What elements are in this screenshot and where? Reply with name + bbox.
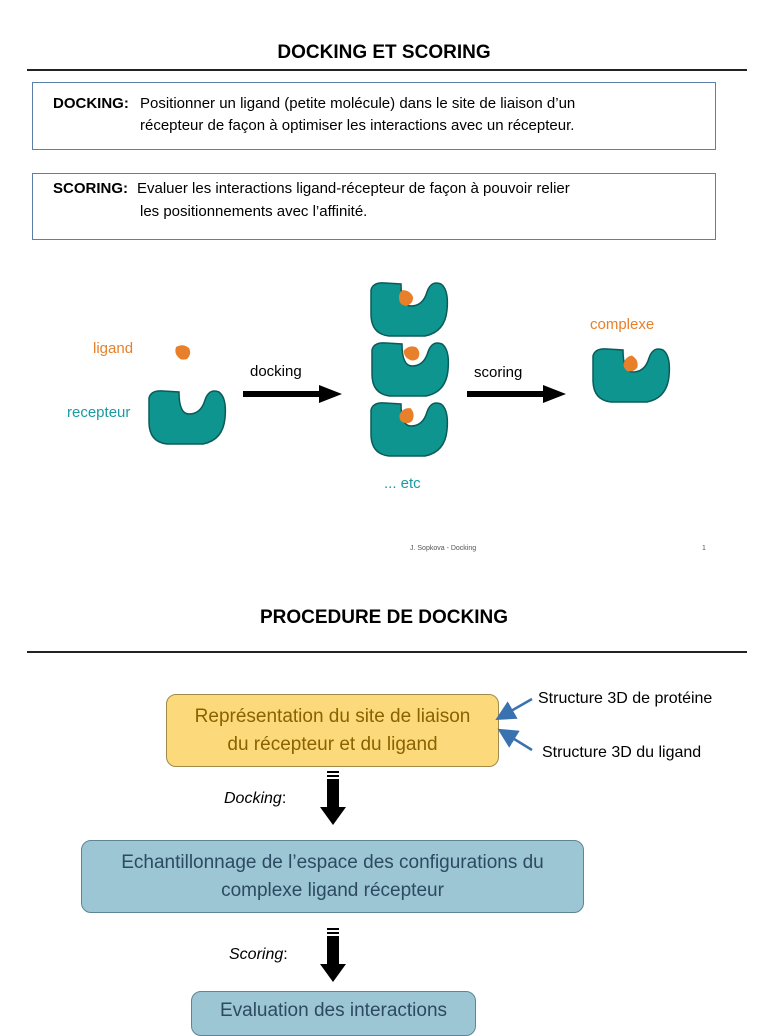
box1-line2: du récepteur et du ligand [227, 734, 438, 755]
scoring-step-text: Scoring [229, 946, 284, 963]
box2-line2: complexe ligand récepteur [221, 880, 444, 901]
docked-pose-1 [370, 282, 449, 337]
receptor-shape [148, 390, 227, 445]
input-protein-structure: Structure 3D de protéine [538, 690, 713, 707]
docking-label: docking [250, 363, 302, 380]
scoring-label: scoring [474, 364, 523, 381]
scoring-def-line2: les positionnements avec l’affinité. [140, 203, 368, 220]
ligand-shape [175, 345, 191, 360]
binding-site-representation-box: Représentation du site de liaison du réc… [166, 694, 499, 767]
box1-line1: Représentation du site de liaison [194, 706, 471, 727]
scoring-def-line1: Evaluer les interactions ligand-récepteu… [137, 180, 570, 197]
ligand-label: ligand [93, 340, 134, 357]
scoring-step-label: Scoring: [229, 946, 288, 963]
input-ligand-structure: Structure 3D du ligand [542, 744, 702, 761]
down-arrow-2 [320, 928, 346, 982]
etc-label: ... etc [384, 475, 421, 492]
title-divider [27, 69, 747, 71]
box3-line1: Evaluation des interactions [219, 1000, 448, 1021]
slide1-title: DOCKING ET SCORING [277, 42, 491, 63]
docking-scoring-diagram [148, 282, 671, 457]
down-arrow-1 [320, 771, 346, 825]
box2-line1: Echantillonnage de l’espace des configur… [121, 852, 544, 873]
interaction-evaluation-box: Evaluation des interactions [191, 991, 476, 1036]
docked-pose-3 [370, 402, 449, 457]
input-arrows [495, 697, 533, 752]
docking-term: DOCKING: [53, 95, 129, 112]
complex-label: complexe [590, 316, 655, 333]
docked-pose-2 [371, 342, 450, 397]
footer-page-number: 1 [702, 545, 706, 552]
docking-step-label: Docking: [224, 790, 287, 807]
docking-def-line1: Positionner un ligand (petite molécule) … [140, 95, 576, 112]
configuration-sampling-box: Echantillonnage de l’espace des configur… [81, 840, 584, 913]
title-divider-2 [27, 651, 747, 653]
complex-shape [592, 348, 671, 403]
docking-definition-box: DOCKING: Positionner un ligand (petite m… [32, 82, 716, 150]
docking-arrow [243, 385, 342, 403]
scoring-definition-box: SCORING: Evaluer les interactions ligand… [32, 173, 716, 240]
slide2-title: PROCEDURE DE DOCKING [259, 607, 509, 628]
receptor-label: recepteur [67, 404, 131, 421]
scoring-term: SCORING: [53, 180, 128, 197]
scoring-arrow [467, 385, 566, 403]
footer-author: J. Sopkova - Docking [410, 545, 477, 552]
docking-def-line2: récepteur de façon à optimiser les inter… [140, 117, 575, 134]
docking-step-text: Docking [224, 790, 282, 807]
